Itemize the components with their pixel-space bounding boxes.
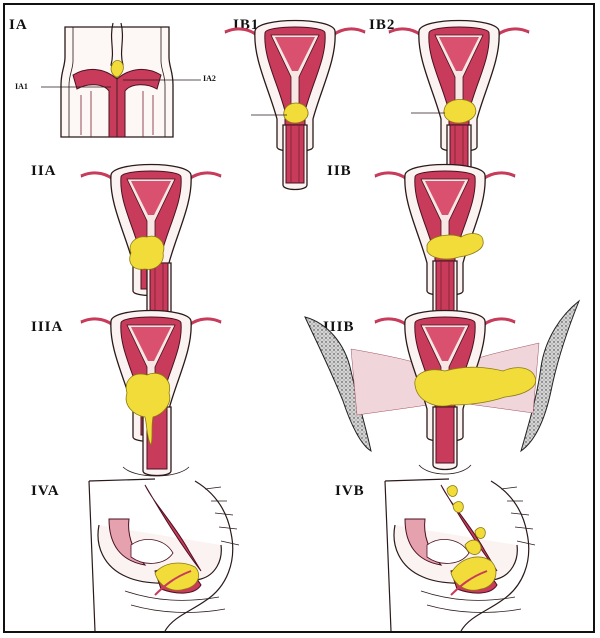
staging-diagram: IA IA1 IA2 IB1 IB2 IIA (9, 17, 581, 631)
stage-label-ia: IA (9, 17, 28, 33)
panel-ib2: IB2 (369, 17, 531, 191)
stage-label-iib: IIB (327, 163, 352, 179)
panel-ia: IA IA1 IA2 (9, 17, 216, 138)
panel-ib1: IB1 (223, 17, 367, 191)
marker-ia1: IA1 (15, 82, 28, 91)
panel-iva: IVA (31, 478, 240, 631)
staging-figure: IA IA1 IA2 IB1 IB2 IIA (3, 3, 595, 633)
stage-label-ib2: IB2 (369, 17, 395, 33)
panel-ivb: IVB (335, 478, 536, 631)
marker-ia2: IA2 (203, 74, 216, 83)
stage-label-iva: IVA (31, 483, 60, 499)
panel-iib: IIB (327, 163, 517, 327)
stage-label-ivb: IVB (335, 483, 365, 499)
panel-iia: IIA (31, 163, 223, 329)
stage-label-iiib: IIIB (323, 319, 355, 335)
stage-label-iia: IIA (31, 163, 57, 179)
panel-iiia: IIIA (31, 309, 223, 477)
stage-label-iiia: IIIA (31, 319, 63, 335)
panel-iiib: IIIB (304, 299, 581, 475)
